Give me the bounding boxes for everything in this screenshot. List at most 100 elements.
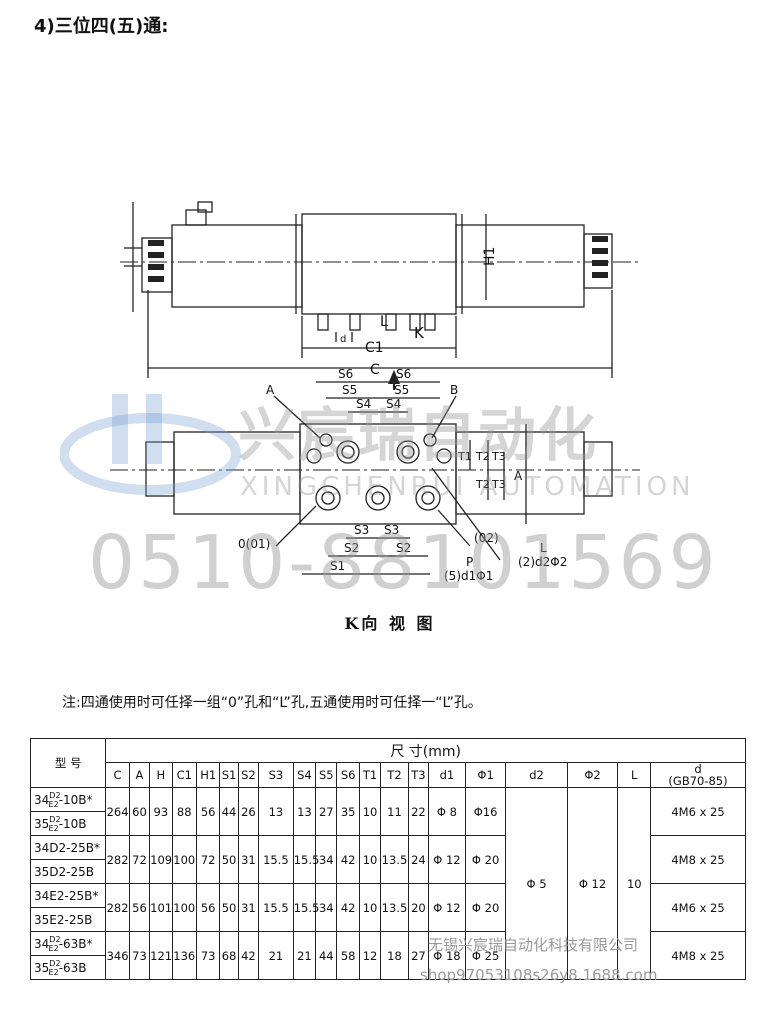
value-cell: 60 <box>128 787 151 836</box>
value-cell: 282 <box>105 883 130 932</box>
company-watermark: 无锡兴宸瑞自动化科技有限公司 <box>428 936 639 954</box>
value-cell: 56 <box>128 883 151 932</box>
value-cell: 22 <box>407 787 430 836</box>
value-cell: 346 <box>105 931 130 980</box>
value-cell: 27 <box>407 931 430 980</box>
value-cell: 15.5 <box>292 883 319 932</box>
watermark-phone: 0510-88101569 <box>88 520 719 606</box>
value-cell: 15.5 <box>292 835 319 884</box>
shared-cell-d2: Φ 5 <box>505 787 568 980</box>
bolt-cell: 4M6 x 25 <box>650 787 746 836</box>
dim-s2-right: S2 <box>396 541 411 555</box>
watermark-cn: 兴宸瑞自动化 <box>238 401 599 469</box>
watermark-logo <box>60 394 241 495</box>
section-heading: 4)三位四(五)通: <box>34 16 169 37</box>
shared-cell-phi2: Φ 12 <box>566 787 619 980</box>
value-cell: 58 <box>336 931 360 980</box>
value-cell: Φ 25 <box>464 931 507 980</box>
value-cell: 101 <box>149 883 173 932</box>
model-cell: 35D2E2-10B <box>29 811 107 836</box>
model-cell: 34D2E2-63B* <box>29 931 107 956</box>
value-cell: 136 <box>171 931 197 980</box>
value-cell: 35 <box>336 787 360 836</box>
port-b: B <box>450 383 458 397</box>
model-superscript: D2 <box>49 934 61 944</box>
value-cell: 109 <box>149 835 173 884</box>
value-cell: 21 <box>258 931 294 980</box>
value-cell: 34 <box>315 835 338 884</box>
bolt-cell: 4M8 x 25 <box>650 931 746 980</box>
model-subscript: E2 <box>48 799 59 809</box>
col-t2: T2 <box>380 762 409 788</box>
watermark-en: XINGCHENRUI AUTOMATION <box>240 472 695 502</box>
value-cell: 73 <box>128 931 151 980</box>
col-d1: d1 <box>428 762 466 788</box>
col-t1: T1 <box>358 762 382 788</box>
dim-t3-lower: T3 <box>491 478 506 491</box>
table-row: 35D2E2-10B <box>29 811 746 836</box>
dim-s2-left: S2 <box>344 541 359 555</box>
col-d: d (GB70-85) <box>650 762 746 788</box>
model-header: 型 号 <box>29 738 107 788</box>
value-cell: 88 <box>171 787 197 836</box>
port-l: L <box>540 541 547 555</box>
col-h: H <box>149 762 173 788</box>
value-cell: 10 <box>358 787 382 836</box>
value-cell: 72 <box>195 835 221 884</box>
col-s5: S5 <box>315 762 338 788</box>
dim-s5-left: S5 <box>342 383 357 397</box>
model-cell: 34E2-25B* <box>29 883 107 908</box>
table-row: 35D2-25B <box>29 859 746 884</box>
model-superscript: D2 <box>49 958 61 968</box>
dim-h1: H1 <box>482 247 498 266</box>
col-l: L <box>617 762 652 788</box>
dim-s3-right: S3 <box>384 523 399 537</box>
dimension-header: 尺 寸(mm) <box>105 738 746 763</box>
model-suffix: -63B <box>58 960 87 975</box>
value-cell: 50 <box>219 883 239 932</box>
value-cell: 34 <box>315 883 338 932</box>
model-cell: 34D2-25B* <box>29 835 107 860</box>
value-cell: 68 <box>219 931 239 980</box>
port-02: (02) <box>474 531 499 545</box>
value-cell: Φ 18 <box>428 931 466 980</box>
value-cell: 31 <box>237 883 260 932</box>
value-cell: 121 <box>149 931 173 980</box>
col-c1: C1 <box>171 762 197 788</box>
port-a: A <box>266 383 275 397</box>
col-phi2: Φ2 <box>566 762 619 788</box>
col-d-label: d <box>694 762 702 776</box>
value-cell: 10 <box>358 883 382 932</box>
model-prefix: 35 <box>34 960 50 975</box>
model-subscript: E2 <box>48 943 59 953</box>
value-cell: 13.5 <box>380 883 409 932</box>
column-header-row: C A H C1 H1 S1 S2 S3 S4 S5 S6 T1 T2 T3 d… <box>31 762 746 788</box>
value-cell: Φ 8 <box>428 787 466 836</box>
dim-t2-lower: T2 <box>475 478 490 491</box>
col-s3: S3 <box>258 762 294 788</box>
value-cell: 15.5 <box>258 835 294 884</box>
site-watermark: shop97053108s26y8.1688.com <box>420 966 658 984</box>
value-cell: 44 <box>219 787 239 836</box>
port-d2: (2)d2Φ2 <box>518 555 567 569</box>
model-cell: 35E2-25B <box>29 907 107 932</box>
shared-cell-l: 10 <box>617 787 652 980</box>
value-cell: 11 <box>380 787 409 836</box>
model-superscript: D2 <box>49 814 61 824</box>
side-view-drawing: C1 C H1 L d K <box>120 201 640 390</box>
value-cell: 13 <box>258 787 294 836</box>
value-cell: 42 <box>336 883 360 932</box>
col-h1: H1 <box>195 762 221 788</box>
dim-t3: T3 <box>491 450 506 463</box>
model-superscript: D2 <box>49 790 61 800</box>
value-cell: 72 <box>128 835 151 884</box>
dim-t2: T2 <box>475 450 490 463</box>
table-row: 35D2E2-63B <box>29 955 746 980</box>
dim-c1: C1 <box>365 340 384 356</box>
value-cell: 56 <box>195 787 221 836</box>
value-cell: 24 <box>407 835 430 884</box>
dim-l: L <box>380 314 388 330</box>
k-view-drawing: S6 S5 S4 S6 S5 S4 S3 S3 S2 S2 S1 T1 T2 T… <box>110 367 640 583</box>
dim-s1: S1 <box>330 559 345 573</box>
